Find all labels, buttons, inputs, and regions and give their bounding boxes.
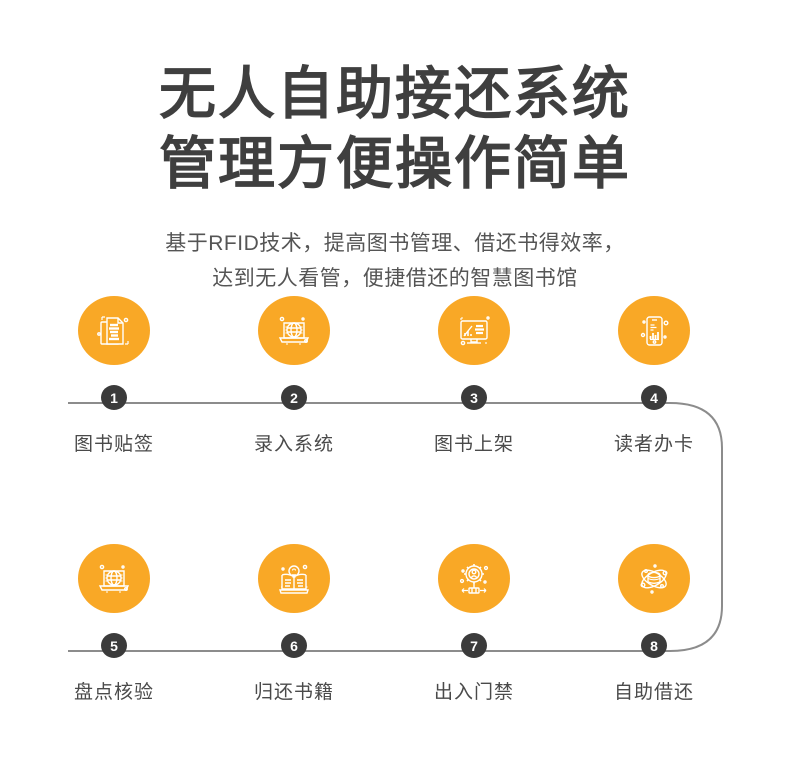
page-subtitle: 基于RFID技术，提高图书管理、借还书得效率， 达到无人看管，便捷借还的智慧图书… (0, 227, 790, 296)
flow-row-2: 5 盘点核验 (0, 544, 790, 704)
laptop-globe-icon (258, 296, 330, 366)
step-number-badge: 1 (101, 385, 127, 410)
step-number-badge: 3 (461, 385, 487, 410)
step-label: 图书贴签 (73, 434, 154, 455)
page-title-line-1: 无人自助接还系统 (159, 62, 631, 126)
step-number-badge: 8 (641, 633, 667, 658)
flow-step-5[interactable]: 5 盘点核验 (24, 544, 204, 704)
step-label: 自助借还 (613, 682, 694, 703)
step-label: 图书上架 (433, 434, 514, 455)
phone-bar-chart-icon (618, 296, 690, 366)
flow-step-1[interactable]: 1 图书贴签 (24, 296, 204, 456)
subtitle-line-1: 基于RFID技术，提高图书管理、借还书得效率， (165, 232, 625, 256)
book-lightbulb-icon (258, 544, 330, 614)
documents-binary-icon (78, 296, 150, 366)
step-number-badge: 4 (641, 385, 667, 410)
step-label: 归还书籍 (253, 682, 334, 703)
step-label: 盘点核验 (73, 682, 154, 703)
process-flow: 1 图书贴签 (0, 296, 790, 716)
monitor-chart-binary-icon (438, 296, 510, 366)
step-label: 读者办卡 (613, 434, 694, 455)
step-number-badge: 7 (461, 633, 487, 658)
flow-step-2[interactable]: 2 录入系统 (204, 296, 384, 456)
flow-step-8[interactable]: 8 自助借还 (564, 544, 744, 704)
laptop-globe-icon (78, 544, 150, 614)
step-label: 录入系统 (253, 434, 334, 455)
step-number-badge: 2 (281, 385, 307, 410)
flow-step-7[interactable]: 7 出入门禁 (384, 544, 564, 704)
flow-step-4[interactable]: 4 读者办卡 (564, 296, 744, 456)
atom-database-icon (618, 544, 690, 614)
flow-row-1: 1 图书贴签 (0, 296, 790, 456)
step-number-badge: 6 (281, 633, 307, 658)
subtitle-line-2: 达到无人看管，便捷借还的智慧图书馆 (212, 266, 578, 290)
gear-person-gate-icon (438, 544, 510, 614)
header-block: 无人自助接还系统 管理方便操作简单 基于RFID技术，提高图书管理、借还书得效率… (0, 60, 790, 296)
flow-step-3[interactable]: 3 图书上架 (384, 296, 564, 456)
page-title-line-2: 管理方便操作简单 (159, 131, 631, 196)
flow-step-6[interactable]: 6 归还书籍 (204, 544, 384, 704)
step-number-badge: 5 (101, 633, 127, 658)
step-label: 出入门禁 (433, 682, 514, 703)
